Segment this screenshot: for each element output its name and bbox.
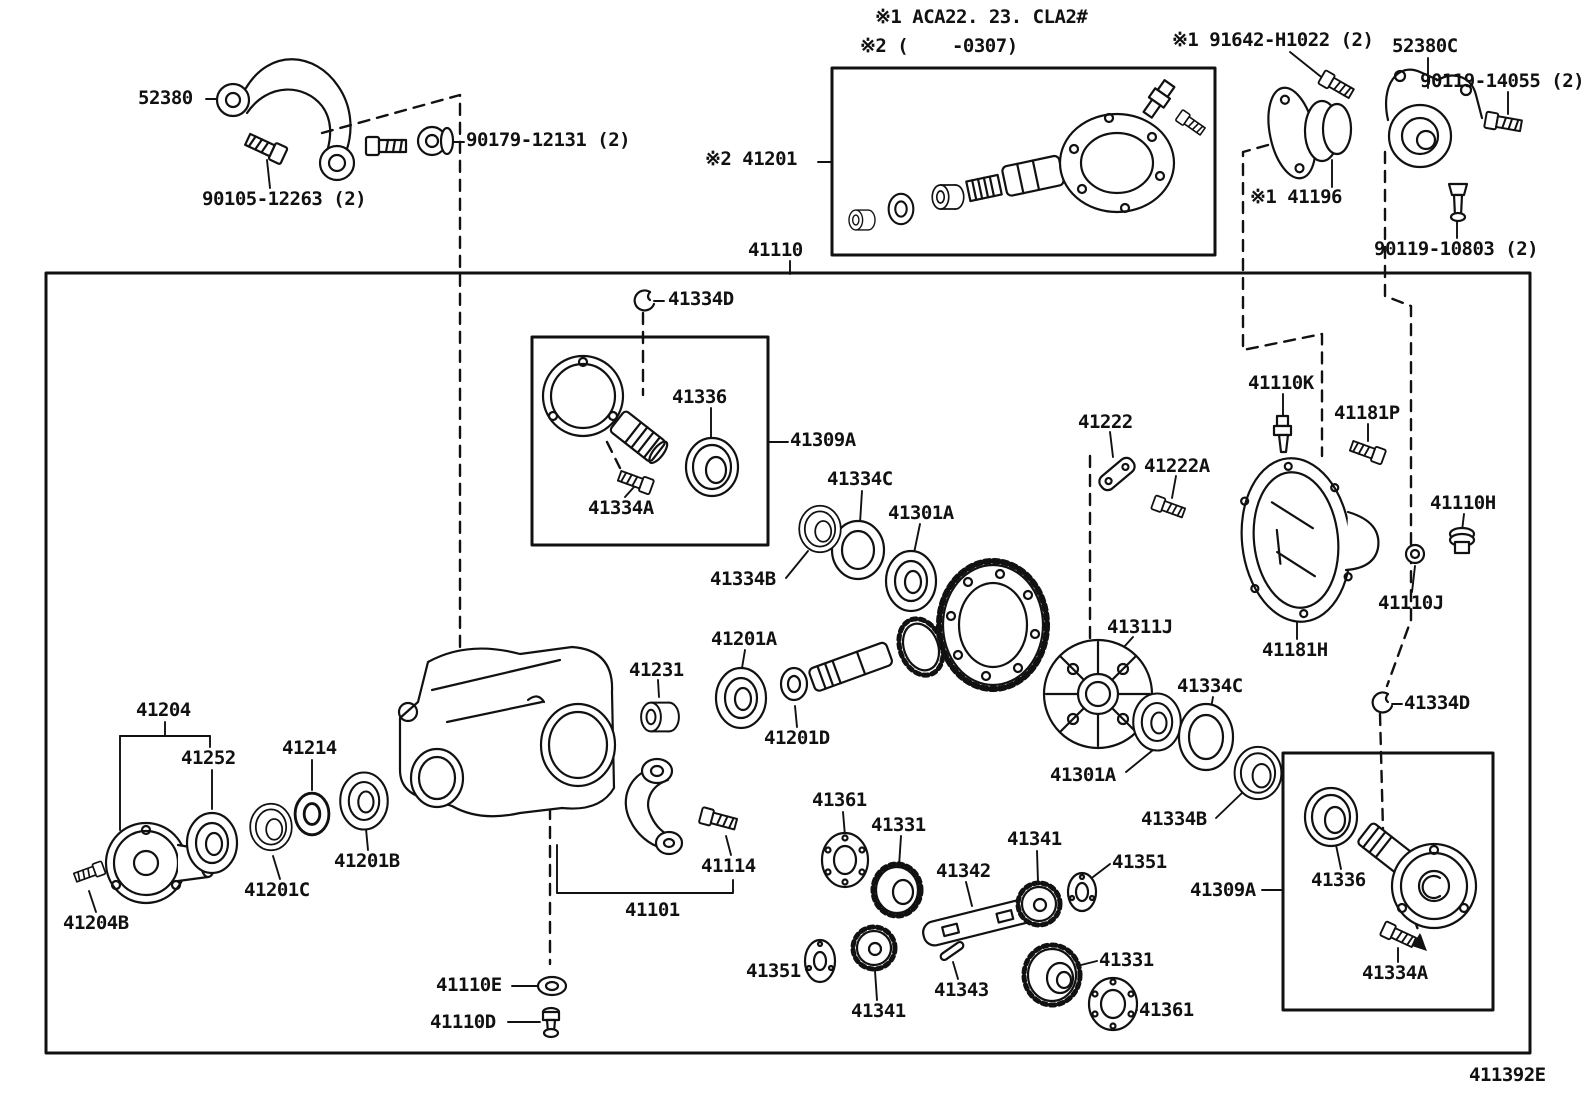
support-bracket-52380-drawing [215, 58, 455, 182]
part-label-41351-2: 41351 [746, 960, 801, 982]
part-label-41351-1: 41351 [1112, 851, 1167, 873]
part-label-41331-1: 41331 [871, 814, 926, 836]
differential-carrier-housing-drawing [397, 645, 617, 818]
thrust-washer-41351-2-drawing [803, 938, 837, 984]
part-label-41201B: 41201B [334, 850, 400, 872]
part-label-41222: 41222 [1078, 411, 1133, 433]
part-label-41342: 41342 [936, 860, 991, 882]
part-label-41361-2: 41361 [1139, 999, 1194, 1021]
part-label-41214: 41214 [282, 737, 337, 759]
mount-bracket-52380C-drawing [1385, 68, 1524, 223]
thrust-washer-41361-2-drawing [1087, 976, 1139, 1032]
part-label-90119-14055: 90119-14055 (2) [1420, 70, 1585, 92]
part-label-41341-2: 41341 [851, 1000, 906, 1022]
ring-gear-drawing [936, 558, 1050, 692]
part-label-41331-2: 41331 [1099, 949, 1154, 971]
part-label-41334D-1: 41334D [668, 288, 734, 310]
part-label-41201D: 41201D [764, 727, 830, 749]
lock-plate-41222-drawing [1098, 456, 1136, 492]
cover-41196-drawing [1267, 69, 1357, 180]
stay-bracket-41101-drawing [624, 757, 684, 856]
part-label-41334A-1: 41334A [588, 497, 654, 519]
rear-cover-41181H-drawing [1240, 457, 1380, 623]
part-label-41110D: 41110D [430, 1011, 496, 1033]
drive-pinion-drawing [808, 616, 946, 692]
side-flange-41309A-right-drawing [1357, 822, 1478, 930]
part-label-41181H: 41181H [1262, 639, 1328, 661]
diagram-code: 411392E [1469, 1064, 1546, 1086]
washer-41110E-drawing [536, 975, 568, 997]
part-label-41361-1: 41361 [812, 789, 867, 811]
part-label-41336-2: 41336 [1311, 869, 1366, 891]
thrust-washer-41351-1-drawing [1066, 871, 1098, 913]
part-label-41311J: 41311J [1107, 616, 1173, 638]
plug-41110D-drawing [541, 1006, 561, 1039]
part-label-52380: 52380 [138, 87, 193, 109]
part-label-41204: 41204 [136, 699, 191, 721]
axle-kit-box-41309A-right [1281, 751, 1495, 1012]
part-label-41309A-1: 41309A [790, 429, 856, 451]
main-assembly-box [44, 271, 1532, 1055]
part-label-41334C-2: 41334C [1177, 675, 1243, 697]
part-label-41204B: 41204B [63, 912, 129, 934]
companion-flange-41204-drawing [72, 821, 217, 905]
part-label-41334D-2: 41334D [1404, 692, 1470, 714]
part-label-41301A-2: 41301A [1050, 764, 1116, 786]
part-label-41201: ※2 41201 [705, 148, 798, 170]
part-label-41201A: 41201A [711, 628, 777, 650]
part-label-41222A: 41222A [1144, 455, 1210, 477]
ring-41334C-2-drawing [1177, 702, 1235, 772]
axle-kit-box-41309A-left [530, 335, 770, 547]
part-label-41336-1: 41336 [672, 386, 727, 408]
part-label-41114: 41114 [701, 855, 756, 877]
thrust-washer-41361-1-drawing [820, 831, 870, 889]
part-label-91642-H1022: ※1 91642-H1022 (2) [1172, 29, 1374, 51]
part-label-90105-12263: 90105-12263 (2) [202, 188, 367, 210]
part-label-41110: 41110 [748, 239, 803, 261]
part-label-41341-1: 41341 [1007, 828, 1062, 850]
part-label-41196: ※1 41196 [1250, 186, 1343, 208]
pinion-kit-41201-drawing [848, 79, 1208, 231]
part-label-41334B-1: 41334B [710, 568, 776, 590]
note-applicability-1: ※1 ACA22. 23. CLA2# [875, 6, 1088, 28]
gasket-41110J-drawing [1404, 543, 1426, 565]
straight-pin-41343-drawing [939, 940, 965, 962]
side-gear-41331-2-drawing [1021, 942, 1083, 1008]
part-label-41301A-1: 41301A [888, 502, 954, 524]
note-applicability-2: ※2 ( -0307) [860, 35, 1018, 57]
part-label-41334A-2: 41334A [1362, 962, 1428, 984]
part-label-41110K: 41110K [1248, 372, 1314, 394]
part-label-90179-12131: 90179-12131 (2) [466, 129, 631, 151]
part-label-41309A-2: 41309A [1190, 879, 1256, 901]
part-label-90119-10803: 90119-10803 (2) [1374, 238, 1539, 260]
part-label-41181P: 41181P [1334, 402, 1400, 424]
part-label-41231: 41231 [629, 659, 684, 681]
part-label-41252: 41252 [181, 747, 236, 769]
part-label-41110H: 41110H [1430, 492, 1496, 514]
part-label-41343: 41343 [934, 979, 989, 1001]
part-label-41110J: 41110J [1378, 592, 1444, 614]
side-flange-41309A-left-drawing [541, 354, 669, 465]
plug-41110H-drawing [1448, 526, 1476, 555]
part-label-41201C: 41201C [244, 879, 310, 901]
breather-plug-41110K-drawing [1272, 414, 1293, 454]
ring-41334C-1-drawing [830, 519, 886, 581]
part-label-41101: 41101 [625, 899, 680, 921]
part-label-41110E: 41110E [436, 974, 502, 996]
assembly-dashed-lines [320, 93, 1425, 966]
part-label-41334B-2: 41334B [1141, 808, 1207, 830]
part-label-52380C: 52380C [1392, 35, 1458, 57]
part-label-41334C-1: 41334C [827, 468, 893, 490]
assembly-arrowhead [1412, 933, 1427, 951]
